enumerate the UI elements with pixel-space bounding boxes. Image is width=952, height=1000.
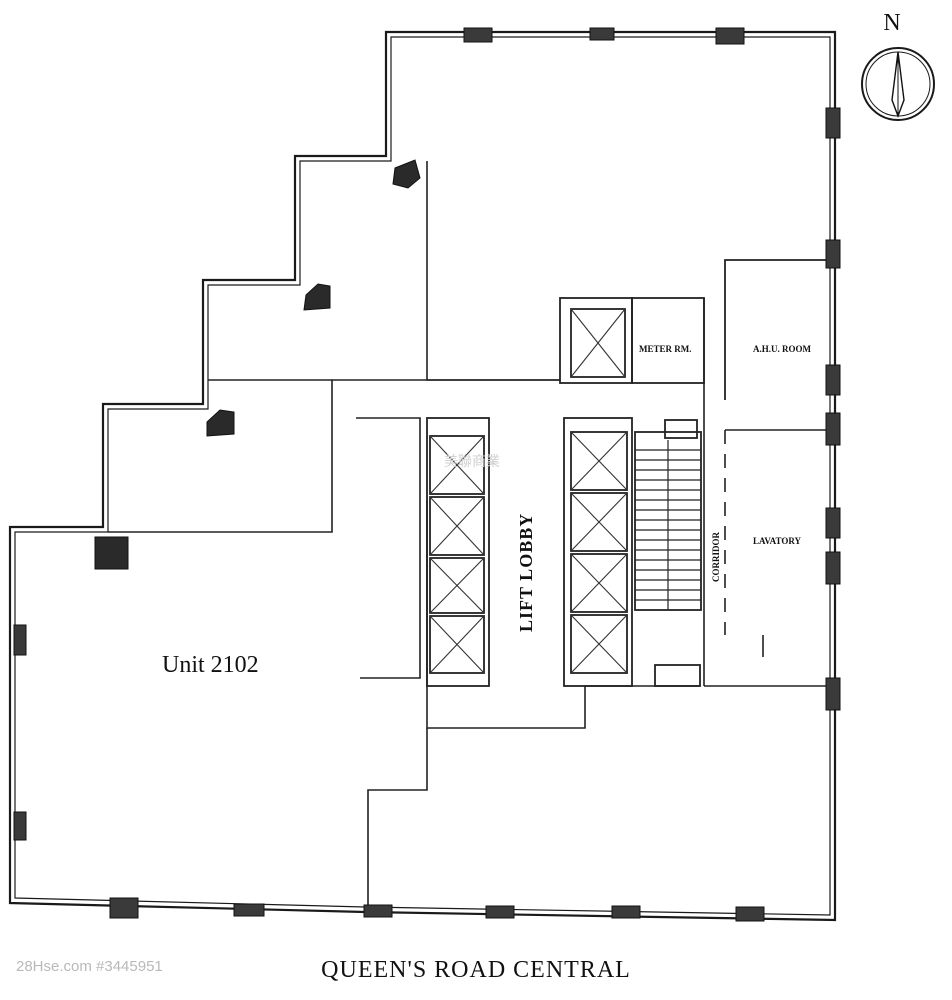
unit-label: Unit 2102 — [162, 652, 259, 678]
building-outline — [8, 30, 837, 922]
lavatory-label: LAVATORY — [753, 536, 802, 546]
street-label: QUEEN'S ROAD CENTRAL — [321, 957, 631, 983]
unit-partition-upper — [108, 379, 333, 533]
columns — [94, 159, 421, 570]
north-label: N — [883, 10, 900, 36]
meter-room-label: METER RM. — [639, 344, 692, 354]
building-outline-inner — [14, 36, 831, 916]
ahu-room — [724, 259, 830, 400]
unit-partition — [426, 161, 560, 381]
north-arrow — [861, 47, 935, 121]
lift-bank-west — [426, 417, 490, 687]
staircase — [634, 419, 702, 687]
service-lift — [559, 297, 633, 384]
listing-watermark: 28Hse.com #3445951 — [16, 958, 163, 975]
lift-lobby-label: LIFT LOBBY — [516, 513, 536, 632]
corridor-label: CORRIDOR — [711, 531, 721, 582]
unit-east-step — [367, 728, 428, 910]
ahu-room-label: A.H.U. ROOM — [753, 344, 812, 354]
watermark-center: 美聯商業 — [444, 454, 500, 470]
lift-bank-east — [563, 417, 633, 687]
unit-core-boundary — [356, 417, 421, 679]
window-mullions — [13, 27, 841, 922]
meter-room — [631, 297, 705, 384]
